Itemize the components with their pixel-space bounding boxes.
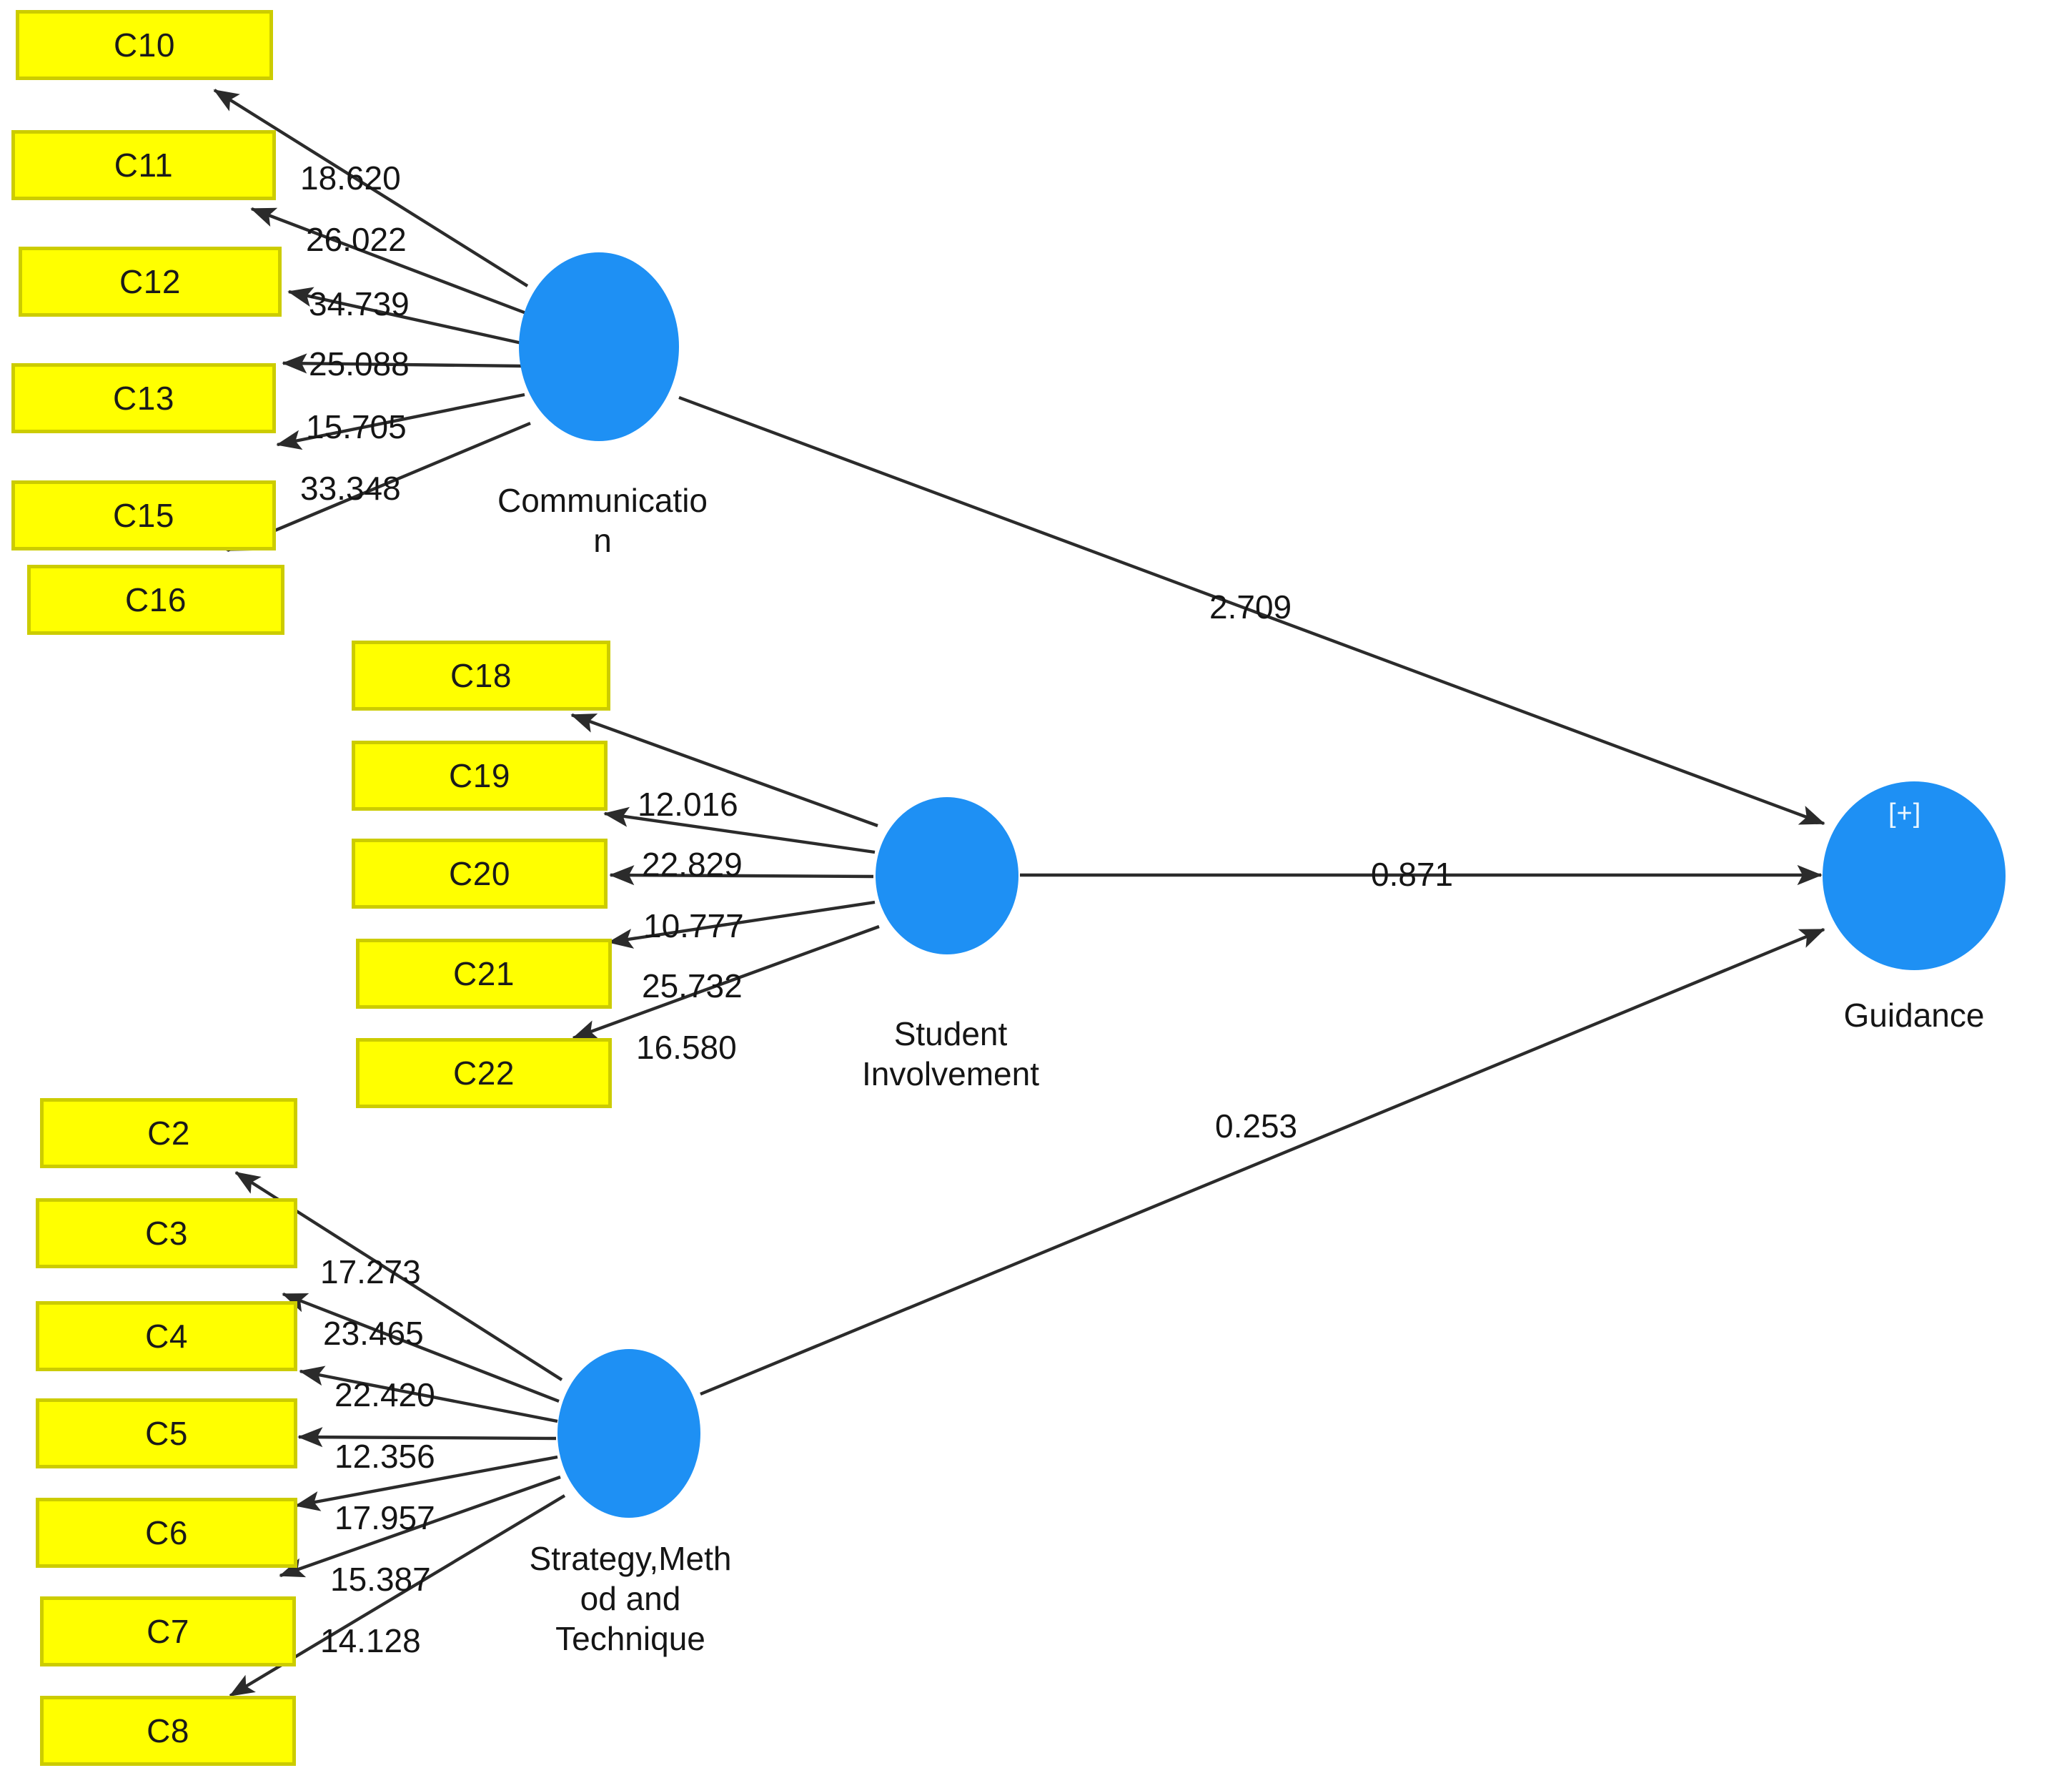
- edge-label-loading: 12.016: [638, 786, 738, 823]
- indicator-box[interactable]: C18: [352, 641, 610, 711]
- construct-circle-communication[interactable]: [519, 252, 679, 441]
- edge-label-path: 0.871: [1371, 856, 1454, 893]
- edge-label-loading: 34.739: [309, 285, 410, 322]
- indicator-box[interactable]: C21: [356, 939, 612, 1009]
- edge-label-path: 0.253: [1215, 1107, 1298, 1145]
- edge-label-loading: 18.620: [300, 159, 401, 197]
- indicator-box[interactable]: C7: [40, 1596, 296, 1666]
- edge-label-loading: 25.732: [642, 967, 743, 1004]
- edge-label-loading: 16.580: [636, 1029, 737, 1066]
- construct-label-strategy-method-technique: Strategy,Meth od and Technique: [529, 1540, 732, 1658]
- edge-label-loading: 26.022: [306, 221, 407, 258]
- indicator-box[interactable]: C2: [40, 1098, 297, 1168]
- measurement-arrows: [213, 89, 880, 1697]
- indicator-box[interactable]: C15: [11, 480, 276, 550]
- construct-circle-strategy-method-technique[interactable]: [557, 1349, 700, 1518]
- indicator-box[interactable]: C3: [36, 1198, 297, 1268]
- expand-plus-badge[interactable]: [+]: [1888, 799, 1922, 829]
- edge-label-loading: 33.348: [300, 470, 401, 507]
- construct-circle-student-involvement[interactable]: [876, 797, 1018, 954]
- indicator-box[interactable]: C4: [36, 1301, 297, 1371]
- indicator-box[interactable]: C8: [40, 1696, 296, 1766]
- edge-label-loading: 15.387: [330, 1561, 431, 1598]
- edge-label-loading: 15.705: [306, 408, 407, 445]
- construct-label-communication: Communicatio n: [497, 482, 708, 560]
- indicator-box[interactable]: C22: [356, 1038, 612, 1108]
- construct-label-student-involvement: Student Involvement: [861, 1015, 1039, 1093]
- edge-label-loading: 14.128: [320, 1622, 421, 1659]
- edge-label-loading: 22.829: [642, 846, 743, 883]
- edge-label-loading: 23.465: [323, 1315, 424, 1352]
- indicator-box[interactable]: C11: [11, 130, 276, 200]
- indicator-box[interactable]: C19: [352, 741, 608, 811]
- edge-label-path: 2.709: [1209, 588, 1292, 626]
- indicator-box[interactable]: C16: [27, 565, 284, 635]
- edge-label-loading: 25.088: [309, 345, 410, 382]
- indicator-box[interactable]: C20: [352, 839, 608, 909]
- edge-label-loading: 12.356: [334, 1438, 435, 1475]
- indicator-box[interactable]: C12: [19, 247, 282, 317]
- edge-label-loading: 17.957: [334, 1499, 435, 1536]
- construct-circle-guidance[interactable]: [1823, 781, 2006, 970]
- indicator-box[interactable]: C5: [36, 1398, 297, 1468]
- structural-arrows: [678, 395, 1825, 1396]
- edge-label-loading: 22.420: [334, 1376, 435, 1413]
- edge-label-loading: 17.273: [320, 1253, 421, 1290]
- indicator-box[interactable]: C6: [36, 1498, 297, 1568]
- edge-label-loading: 10.777: [643, 907, 744, 944]
- indicator-box[interactable]: C10: [16, 10, 273, 80]
- construct-label-guidance: Guidance: [1843, 997, 1985, 1034]
- indicator-box[interactable]: C13: [11, 363, 276, 433]
